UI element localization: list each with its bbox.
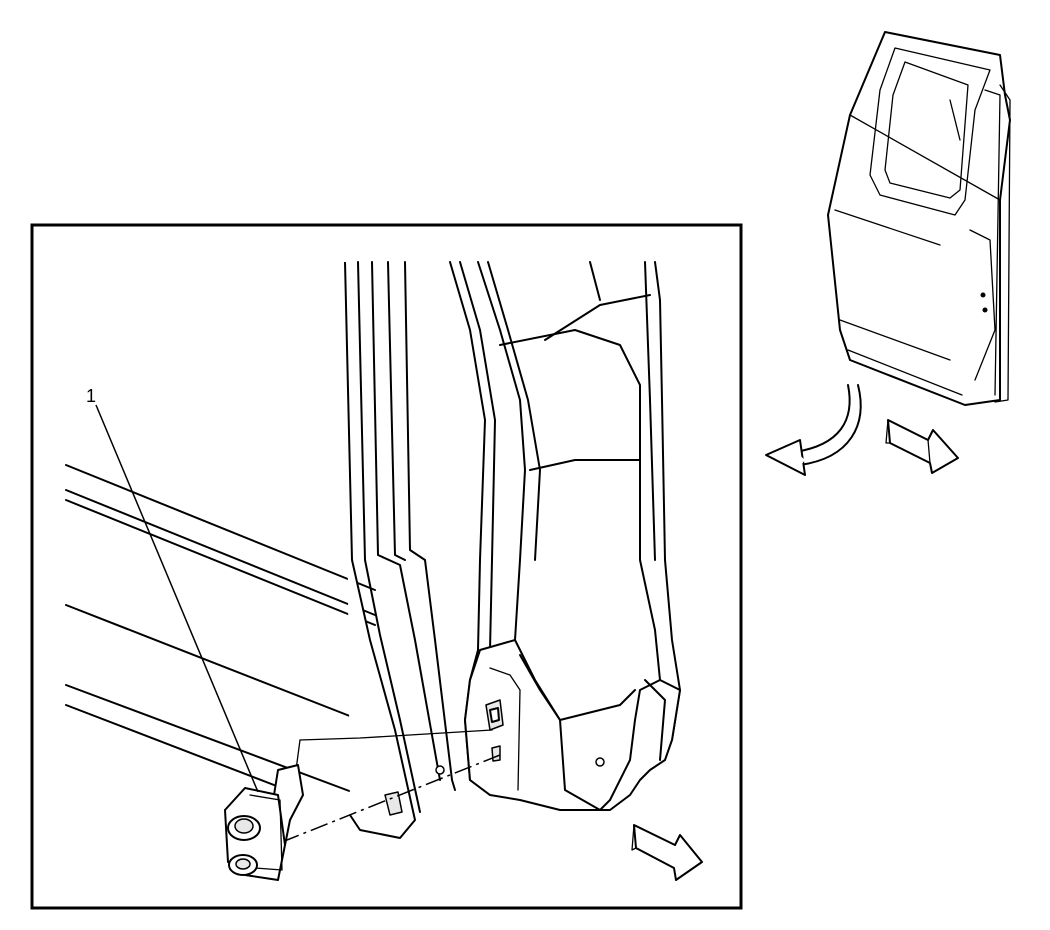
callout-1: 1 — [86, 386, 259, 793]
callout-number: 1 — [86, 386, 96, 406]
rotation-arrow-icon — [765, 384, 862, 476]
sensor-module — [224, 764, 304, 881]
direction-arrow-icon — [631, 824, 703, 881]
direction-arrow-icon — [885, 419, 959, 474]
detail-frame — [30, 223, 743, 910]
rear-door-overview — [827, 31, 1011, 406]
detail-view — [65, 261, 703, 881]
